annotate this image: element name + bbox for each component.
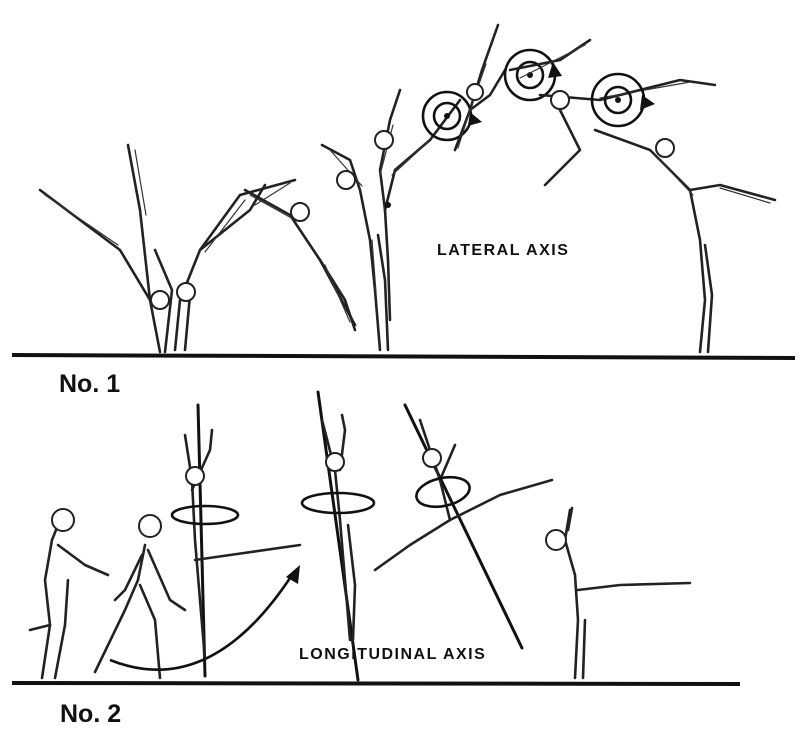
panel-lateral-axis: [11, 23, 796, 360]
rotation-arrow-lateral-1: [421, 90, 482, 142]
rotation-ring-3: [415, 475, 471, 509]
ground-line-1: [11, 353, 796, 360]
gymnast-figure-14: [545, 506, 692, 680]
rotation-ring-1: [170, 504, 240, 526]
gymnast-figure-1: [38, 143, 174, 354]
gymnast-figure-12: [300, 390, 376, 682]
gymnast-figure-2: [173, 178, 297, 352]
gymnast-figure-3: [243, 188, 357, 332]
rotation-ring-2: [300, 491, 376, 515]
gymnast-figure-10: [93, 514, 187, 680]
longitudinal-axis-label: LONGITUDINAL AXIS: [299, 646, 487, 663]
rotation-arrow-lateral-2: [503, 48, 562, 102]
ground-line-2: [11, 681, 741, 686]
gymnast-figure-4: [320, 143, 390, 352]
turn-direction-arrow: [109, 565, 300, 671]
gymnast-figure-9: [28, 508, 110, 680]
rotation-arrow-lateral-3: [590, 72, 655, 128]
gymnast-figure-5: [374, 88, 462, 322]
panel-longitudinal-axis: [11, 390, 741, 686]
gymnast-figure-7: [508, 38, 717, 187]
gymnast-figure-8: [593, 128, 777, 354]
lateral-axis-label: LATERAL AXIS: [437, 242, 570, 259]
gymnast-figure-6: [453, 23, 507, 152]
gymnast-figure-11: [170, 403, 302, 678]
panel-number-2: No. 2: [60, 700, 122, 728]
panel-number-1: No. 1: [59, 370, 121, 398]
gymnast-figure-13: [373, 403, 554, 650]
